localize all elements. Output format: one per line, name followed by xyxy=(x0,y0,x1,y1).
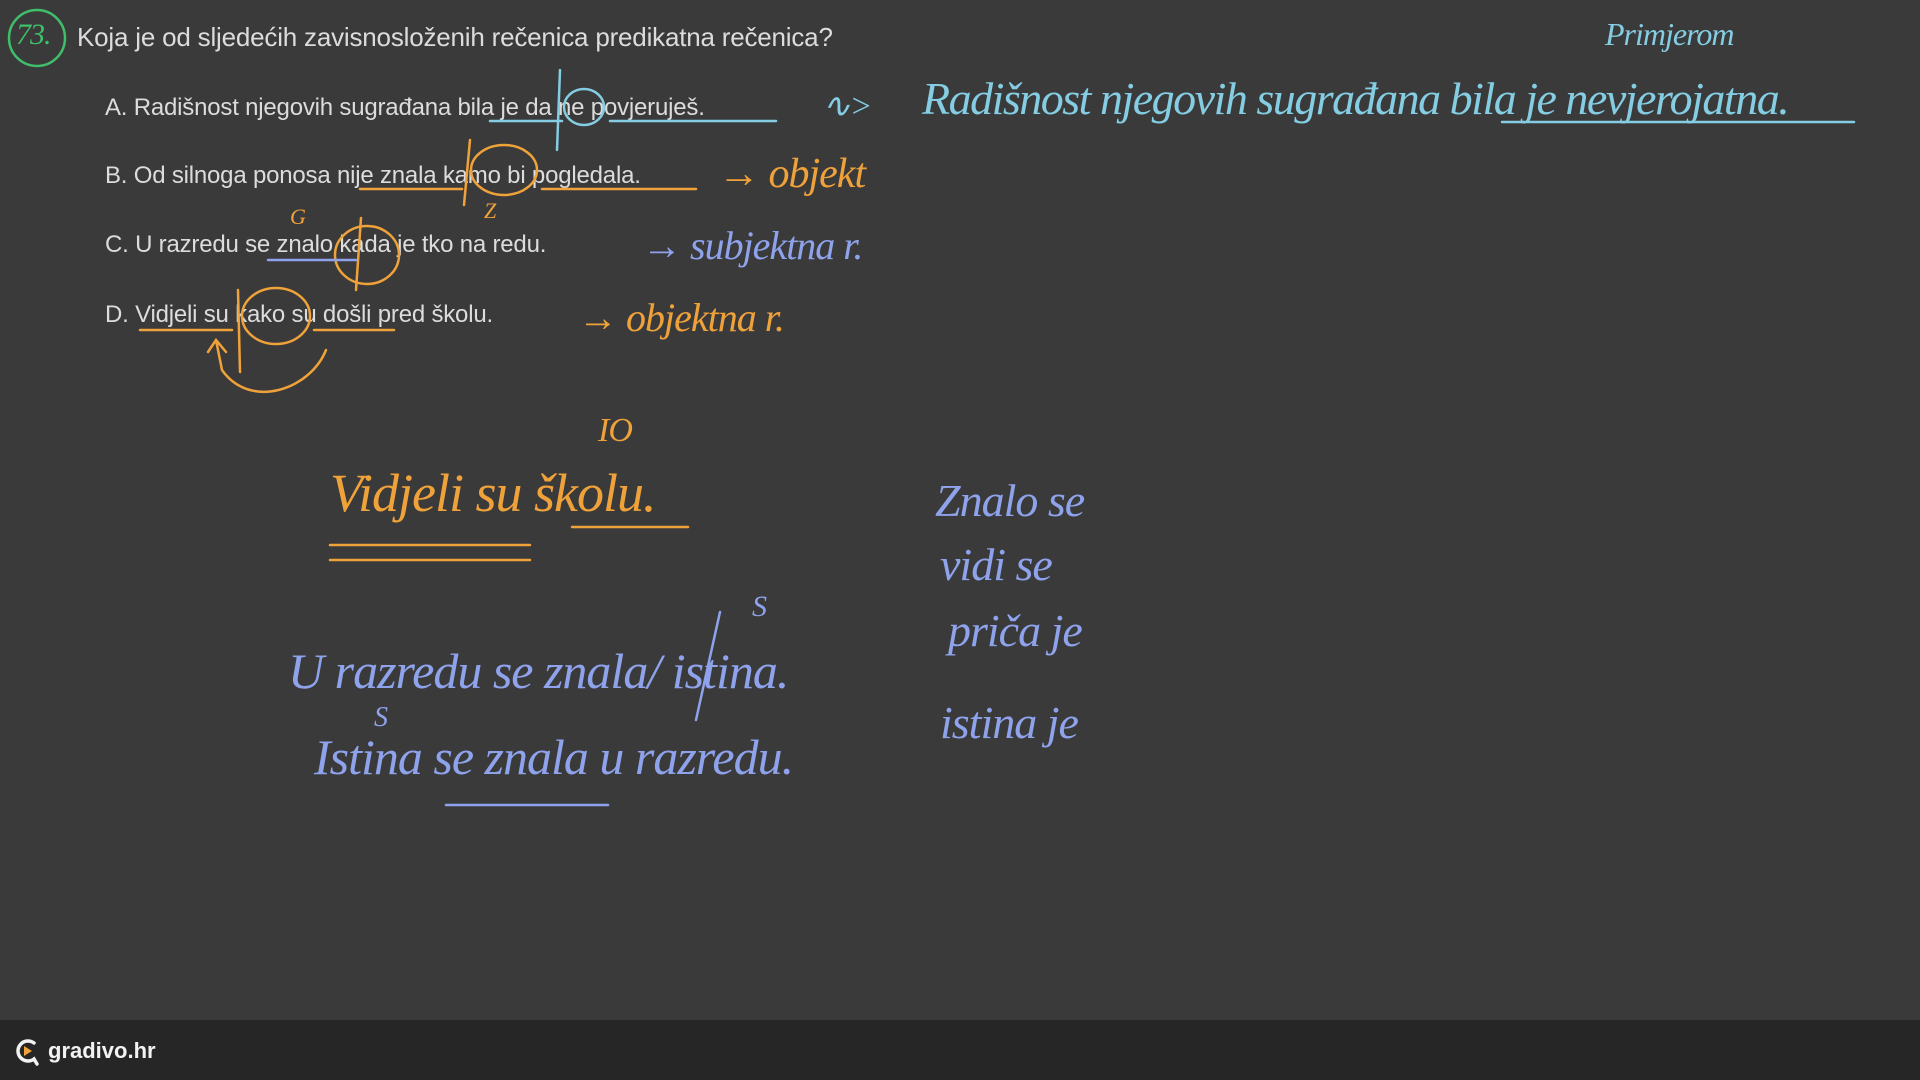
g-mark: G xyxy=(290,204,306,229)
option-d: D. Vidjeli su kako su došli pred školu. xyxy=(105,301,493,328)
option-b: B. Od silnoga ponosa nije znala kamo bi … xyxy=(105,162,641,189)
gradivo-logo-icon xyxy=(16,1039,39,1066)
list-item: Znalo se xyxy=(935,475,1085,526)
c-answer: → subjektna r. xyxy=(642,223,863,268)
list-item: istina je xyxy=(940,697,1079,748)
b-answer: → objekt xyxy=(718,151,866,197)
a-mark: ∿> xyxy=(822,88,872,125)
option-a: A. Radišnost njegovih sugrađana bila je … xyxy=(105,94,705,121)
s-mark-2: S xyxy=(374,702,388,733)
question-number: 73. xyxy=(16,18,51,51)
example-label: Primjerom xyxy=(1605,16,1734,52)
d-answer: → objektna r. xyxy=(578,295,785,340)
z-mark: Z xyxy=(484,198,496,223)
list-item: vidi se xyxy=(940,539,1053,590)
question-text: Koja je od sljedećih zavisnosloženih reč… xyxy=(77,22,833,52)
list-item: priča je xyxy=(948,605,1083,656)
razred-sentence-2: Istina se znala u razredu. xyxy=(314,729,794,785)
brand-logo[interactable]: gradivo.hr xyxy=(12,1036,156,1066)
io-mark: IO xyxy=(598,412,633,449)
option-c: C. U razredu se znalo kada je tko na red… xyxy=(105,231,547,258)
razred-sentence-1: U razredu se znala/ istina. xyxy=(288,643,789,699)
footer-bar xyxy=(0,1020,1920,1080)
vidjeli-sentence: Vidjeli su školu. xyxy=(330,463,656,523)
example-sentence: Radišnost njegovih sugrađana bila je nev… xyxy=(922,73,1790,124)
brand-name: gradivo.hr xyxy=(48,1038,156,1063)
s-mark-1: S xyxy=(752,590,767,623)
